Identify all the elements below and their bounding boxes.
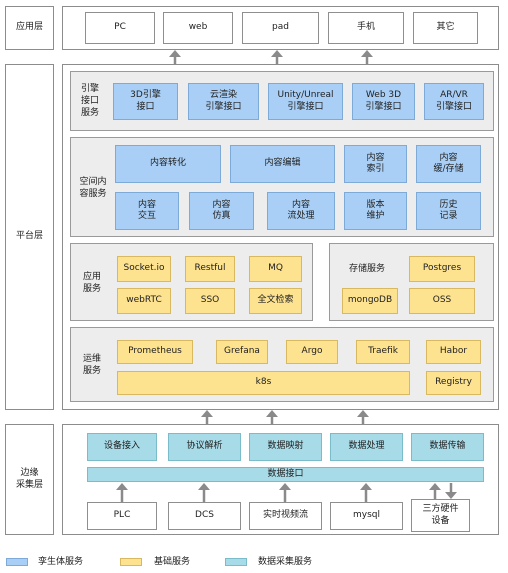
habor: Habor: [426, 340, 481, 364]
data-mapping: 数据映射: [249, 433, 322, 461]
content-index: 内容 索引: [344, 145, 407, 183]
up-arrow-icon: [361, 50, 373, 65]
protocol-parse: 协议解析: [168, 433, 241, 461]
client-other: 其它: [413, 12, 478, 44]
data-processing: 数据处理: [330, 433, 403, 461]
layer-label-edge: 边缘 采集层: [5, 424, 54, 535]
socketio: Socket.io: [117, 256, 171, 282]
client-pc-label: PC: [114, 22, 126, 33]
up-arrow-icon: [201, 410, 213, 424]
content-simulation: 内容 仿真: [189, 192, 254, 230]
up-arrow-icon: [279, 483, 291, 502]
legend-swatch-twin: [6, 558, 28, 566]
postgres: Postgres: [409, 256, 475, 282]
up-arrow-icon: [360, 483, 372, 502]
fulltext-search: 全文检索: [249, 288, 302, 314]
up-arrow-icon: [266, 410, 278, 424]
source-plc: PLC: [87, 502, 157, 530]
webrtc: webRTC: [117, 288, 171, 314]
up-arrow-icon: [357, 410, 369, 424]
source-mysql: mysql: [330, 502, 403, 530]
registry: Registry: [426, 371, 481, 395]
mq: MQ: [249, 256, 302, 282]
source-dcs: DCS: [168, 502, 241, 530]
up-arrow-icon: [271, 50, 283, 65]
client-other-label: 其它: [436, 22, 455, 33]
restful: Restful: [185, 256, 235, 282]
ops-service-section: 运维 服务 Prometheus Grefana Argo Traefik Ha…: [70, 327, 494, 402]
up-arrow-icon: [116, 483, 128, 502]
traefik: Traefik: [356, 340, 410, 364]
up-arrow-icon: [169, 50, 181, 65]
client-web-label: web: [188, 22, 208, 33]
oss: OSS: [409, 288, 475, 314]
content-convert: 内容转化: [115, 145, 221, 183]
device-access: 设备接入: [87, 433, 157, 461]
storage-service-label: 存储服务: [348, 263, 385, 274]
argo: Argo: [286, 340, 338, 364]
legend-swatch-collect: [225, 558, 247, 566]
source-third-party-device: 三方硬件 设备: [411, 499, 470, 532]
app-service-label: 应用 服务: [82, 271, 101, 294]
engine-unity-unreal: Unity/Unreal 引擎接口: [268, 83, 343, 120]
client-mobile-label: 手机: [356, 22, 375, 33]
prometheus: Prometheus: [117, 340, 193, 364]
grafana: Grefana: [216, 340, 268, 364]
arrows-to-application: [169, 50, 373, 65]
content-edit: 内容编辑: [230, 145, 335, 183]
client-pad: pad: [242, 12, 319, 44]
arrows-to-platform: [201, 410, 369, 424]
edge-layer-panel: 设备接入 协议解析 数据映射 数据处理 数据传输 数据接口 PLC DCS 实时…: [62, 424, 499, 535]
engine-interface-section: 引擎 接口 服务 3D引擎 接口 云渲染 引擎接口 Unity/Unreal 引…: [70, 71, 494, 131]
data-transfer: 数据传输: [411, 433, 484, 461]
down-arrow-icon: [445, 483, 457, 499]
source-video-stream: 实时视频流: [249, 502, 322, 530]
spatial-content-section: 空间内 容服务 内容转化 内容编辑 内容 索引 内容 缓/存储 内容 交互 内容…: [70, 137, 494, 237]
legend-swatch-base: [120, 558, 142, 566]
storage-service-section: 存储服务 Postgres mongoDB OSS: [329, 243, 494, 321]
up-arrow-icon: [198, 483, 210, 502]
content-stream: 内容 流处理: [267, 192, 335, 230]
version-maintain: 版本 维护: [344, 192, 407, 230]
source-arrows: [116, 483, 457, 502]
engine-ar-vr: AR/VR 引擎接口: [424, 83, 484, 120]
client-mobile: 手机: [328, 12, 404, 44]
client-pc: PC: [85, 12, 155, 44]
k8s: k8s: [117, 371, 410, 395]
content-cache-storage: 内容 缓/存储: [416, 145, 481, 183]
legend-label-twin: 孪生体服务: [38, 557, 84, 567]
layer-label-platform: 平台层: [5, 64, 54, 410]
client-pad-label: pad: [272, 22, 289, 33]
layer-label-application: 应用层: [5, 6, 54, 50]
up-arrow-icon: [429, 483, 441, 499]
data-interface-bar: 数据接口: [87, 467, 484, 482]
app-service-section: 应用 服务 Socket.io Restful MQ webRTC SSO 全文…: [70, 243, 313, 321]
client-web: web: [163, 12, 233, 44]
engine-cloud-render: 云渲染 引擎接口: [188, 83, 259, 120]
content-interaction: 内容 交互: [115, 192, 179, 230]
engine-web3d: Web 3D 引擎接口: [352, 83, 415, 120]
mongodb: mongoDB: [342, 288, 398, 314]
ops-service-label: 运维 服务: [82, 353, 101, 376]
application-layer-panel: PC web pad 手机 其它: [62, 6, 499, 50]
history-record: 历史 记录: [416, 192, 481, 230]
engine-section-label: 引擎 接口 服务: [80, 83, 99, 119]
layer-label-platform-text: 平台层: [15, 231, 43, 242]
spatial-section-label: 空间内 容服务: [79, 176, 107, 199]
legend-label-collect: 数据采集服务: [258, 557, 313, 567]
sso: SSO: [185, 288, 235, 314]
platform-layer-panel: 引擎 接口 服务 3D引擎 接口 云渲染 引擎接口 Unity/Unreal 引…: [62, 64, 499, 410]
engine-3d: 3D引擎 接口: [113, 83, 178, 120]
legend-label-base: 基础服务: [154, 557, 191, 567]
layer-label-application-text: 应用层: [15, 22, 43, 33]
